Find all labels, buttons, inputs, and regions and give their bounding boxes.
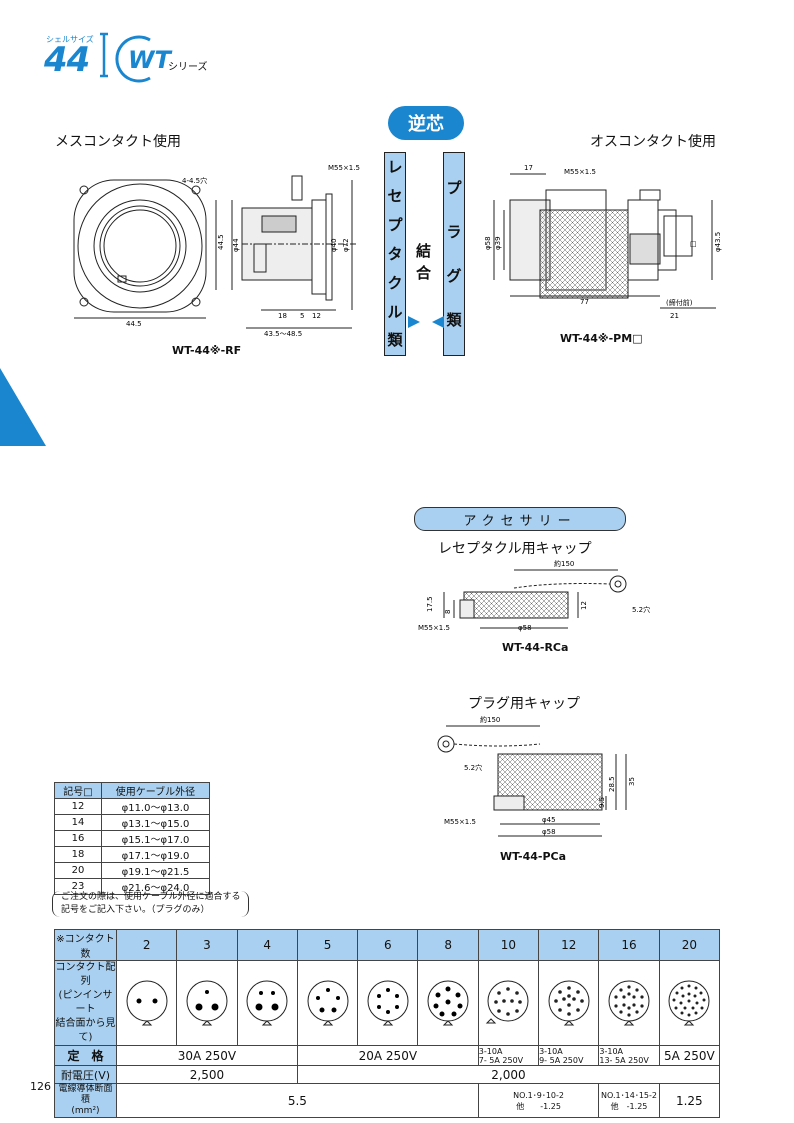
shell-size-label: シェルサイズ: [46, 35, 94, 44]
svg-text:M55×1.5: M55×1.5: [444, 818, 476, 826]
pc-caption: プラグ用キャップ: [468, 696, 580, 712]
pm-l21: 21: [670, 312, 679, 320]
rc-caption: レセプタクル用キャップ: [438, 541, 592, 557]
series-logo-icon: [100, 32, 151, 83]
svg-text:12: 12: [580, 601, 588, 610]
pc-label: WT-44-PCa: [500, 850, 567, 863]
layout-header: コンタクト配列(ピンインサート結合面から見て): [54, 960, 117, 1046]
rf-d40: φ40: [330, 238, 338, 252]
rf-d44: φ44: [232, 238, 240, 252]
rf-d72: φ72: [342, 238, 350, 252]
rf-thread: M55×1.5: [328, 164, 360, 172]
area-header: 電線導体断面積(mm²): [54, 1083, 117, 1118]
accessory-title: アクセサリー: [414, 507, 626, 531]
layout-10-icon: [486, 980, 529, 1023]
rc-label: WT-44-RCa: [502, 641, 569, 654]
svg-text:約150: 約150: [554, 559, 574, 568]
right-caption: オスコンタクト使用: [590, 134, 716, 150]
pm-thread: M55×1.5: [564, 168, 596, 176]
page-number: 126: [30, 1080, 51, 1093]
layout-5-icon: [307, 980, 349, 1025]
svg-text:M55×1.5: M55×1.5: [418, 624, 450, 632]
left-caption: メスコンタクト使用: [55, 134, 181, 150]
svg-text:5.2穴: 5.2穴: [632, 605, 650, 614]
pm-d58: φ58: [484, 236, 492, 250]
layout-4-icon: [246, 980, 288, 1025]
svg-text:5.2穴: 5.2穴: [464, 763, 482, 772]
pm-l77: 77: [580, 298, 589, 306]
join-arrows-icon: [408, 316, 444, 328]
contact-count-header: ※コンタクト数: [54, 929, 117, 961]
pm-top17: 17: [524, 164, 533, 172]
pc-drawing: 約150 5.2穴 28.5 35 9.5 M55×1.5 φ45 φ58: [437, 715, 636, 837]
pm-d43: φ43.5: [714, 232, 722, 252]
spec-table: ※コンタクト数 2 3 4 5 6 8 10 12 16 20 コンタクト配列(…: [54, 929, 721, 1118]
pm-label: WT-44※-PM□: [560, 332, 643, 345]
badge-text: 逆芯: [408, 114, 444, 135]
svg-text:35: 35: [628, 777, 636, 786]
svg-text:φ58: φ58: [542, 828, 556, 836]
series-code: WT: [128, 46, 171, 74]
svg-text:8: 8: [444, 610, 452, 614]
layout-3-icon: [186, 980, 228, 1025]
rf-label: WT-44※-RF: [172, 344, 242, 357]
reverse-pin-badge: 逆芯: [388, 106, 464, 140]
svg-text:17.5: 17.5: [426, 596, 434, 612]
pm-lock: (締付前): [666, 298, 693, 307]
svg-text:φ45: φ45: [542, 816, 556, 824]
layout-2-icon: [126, 980, 168, 1025]
svg-text:φ58: φ58: [518, 624, 532, 632]
svg-text:28.5: 28.5: [608, 776, 616, 792]
layout-6-icon: [367, 980, 409, 1025]
layout-20-icon: [668, 980, 710, 1025]
pm-d39: φ39: [494, 236, 502, 250]
rc-drawing: 約150 17.5 8 12 5.2穴 M55×1.5 φ58: [418, 559, 650, 632]
rating-header: 定 格: [54, 1045, 117, 1066]
cable-header-code: 記号□: [54, 782, 102, 799]
svg-text:約150: 約150: [480, 715, 500, 724]
edge-tab-icon: [0, 368, 46, 446]
rf-side: 44.5: [217, 234, 225, 250]
join-label: 結合: [416, 242, 432, 282]
pm-sq: □: [690, 240, 697, 248]
rf-holes: 4-4.5穴: [182, 176, 207, 185]
receptacle-bar: レセプタクル類: [384, 152, 406, 356]
rf-range: 43.5〜48.5: [264, 330, 302, 338]
receptacle-rf-drawing: 4-4.5穴 44.5 44.5 M55×1.5 φ44 φ40 φ72 18 …: [73, 164, 360, 338]
plug-pm-drawing: 17 M55×1.5 φ58 φ39 φ43.5 77 (締付前) 21 □: [484, 164, 722, 320]
voltage-header: 耐電圧(V): [54, 1065, 117, 1084]
rf-l12: 12: [312, 312, 321, 320]
layout-16-icon: [608, 980, 650, 1025]
layout-12-icon: [548, 980, 590, 1025]
rf-l5: 5: [300, 312, 304, 320]
rf-l18: 18: [278, 312, 287, 320]
cable-note: ご注文の際は、使用ケーブル外径に適合する 記号をご記入下さい。（プラグのみ）: [52, 891, 250, 917]
plug-bar: プラグ類: [443, 152, 465, 356]
svg-text:9.5: 9.5: [598, 797, 606, 808]
shell-size-number: 44: [44, 40, 90, 80]
rf-bottom: 44.5: [126, 320, 142, 328]
layout-8-icon: [427, 980, 469, 1025]
cable-header-od: 使用ケーブル外径: [100, 782, 211, 799]
series-suffix: シリーズ: [168, 62, 208, 73]
